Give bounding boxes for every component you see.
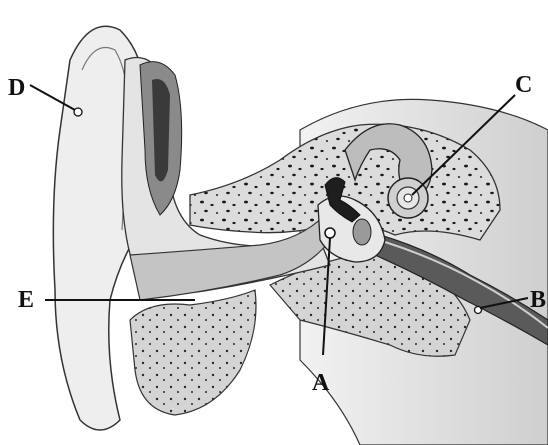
eardrum-point <box>325 228 335 238</box>
lower-tissue <box>130 290 256 415</box>
label-c: C <box>515 72 532 98</box>
label-d: D <box>8 75 25 101</box>
label-b: B <box>530 287 546 313</box>
label-e: E <box>18 287 34 313</box>
cochlea-center <box>404 194 412 202</box>
label-a: A <box>312 370 330 396</box>
oval-window <box>353 219 371 245</box>
